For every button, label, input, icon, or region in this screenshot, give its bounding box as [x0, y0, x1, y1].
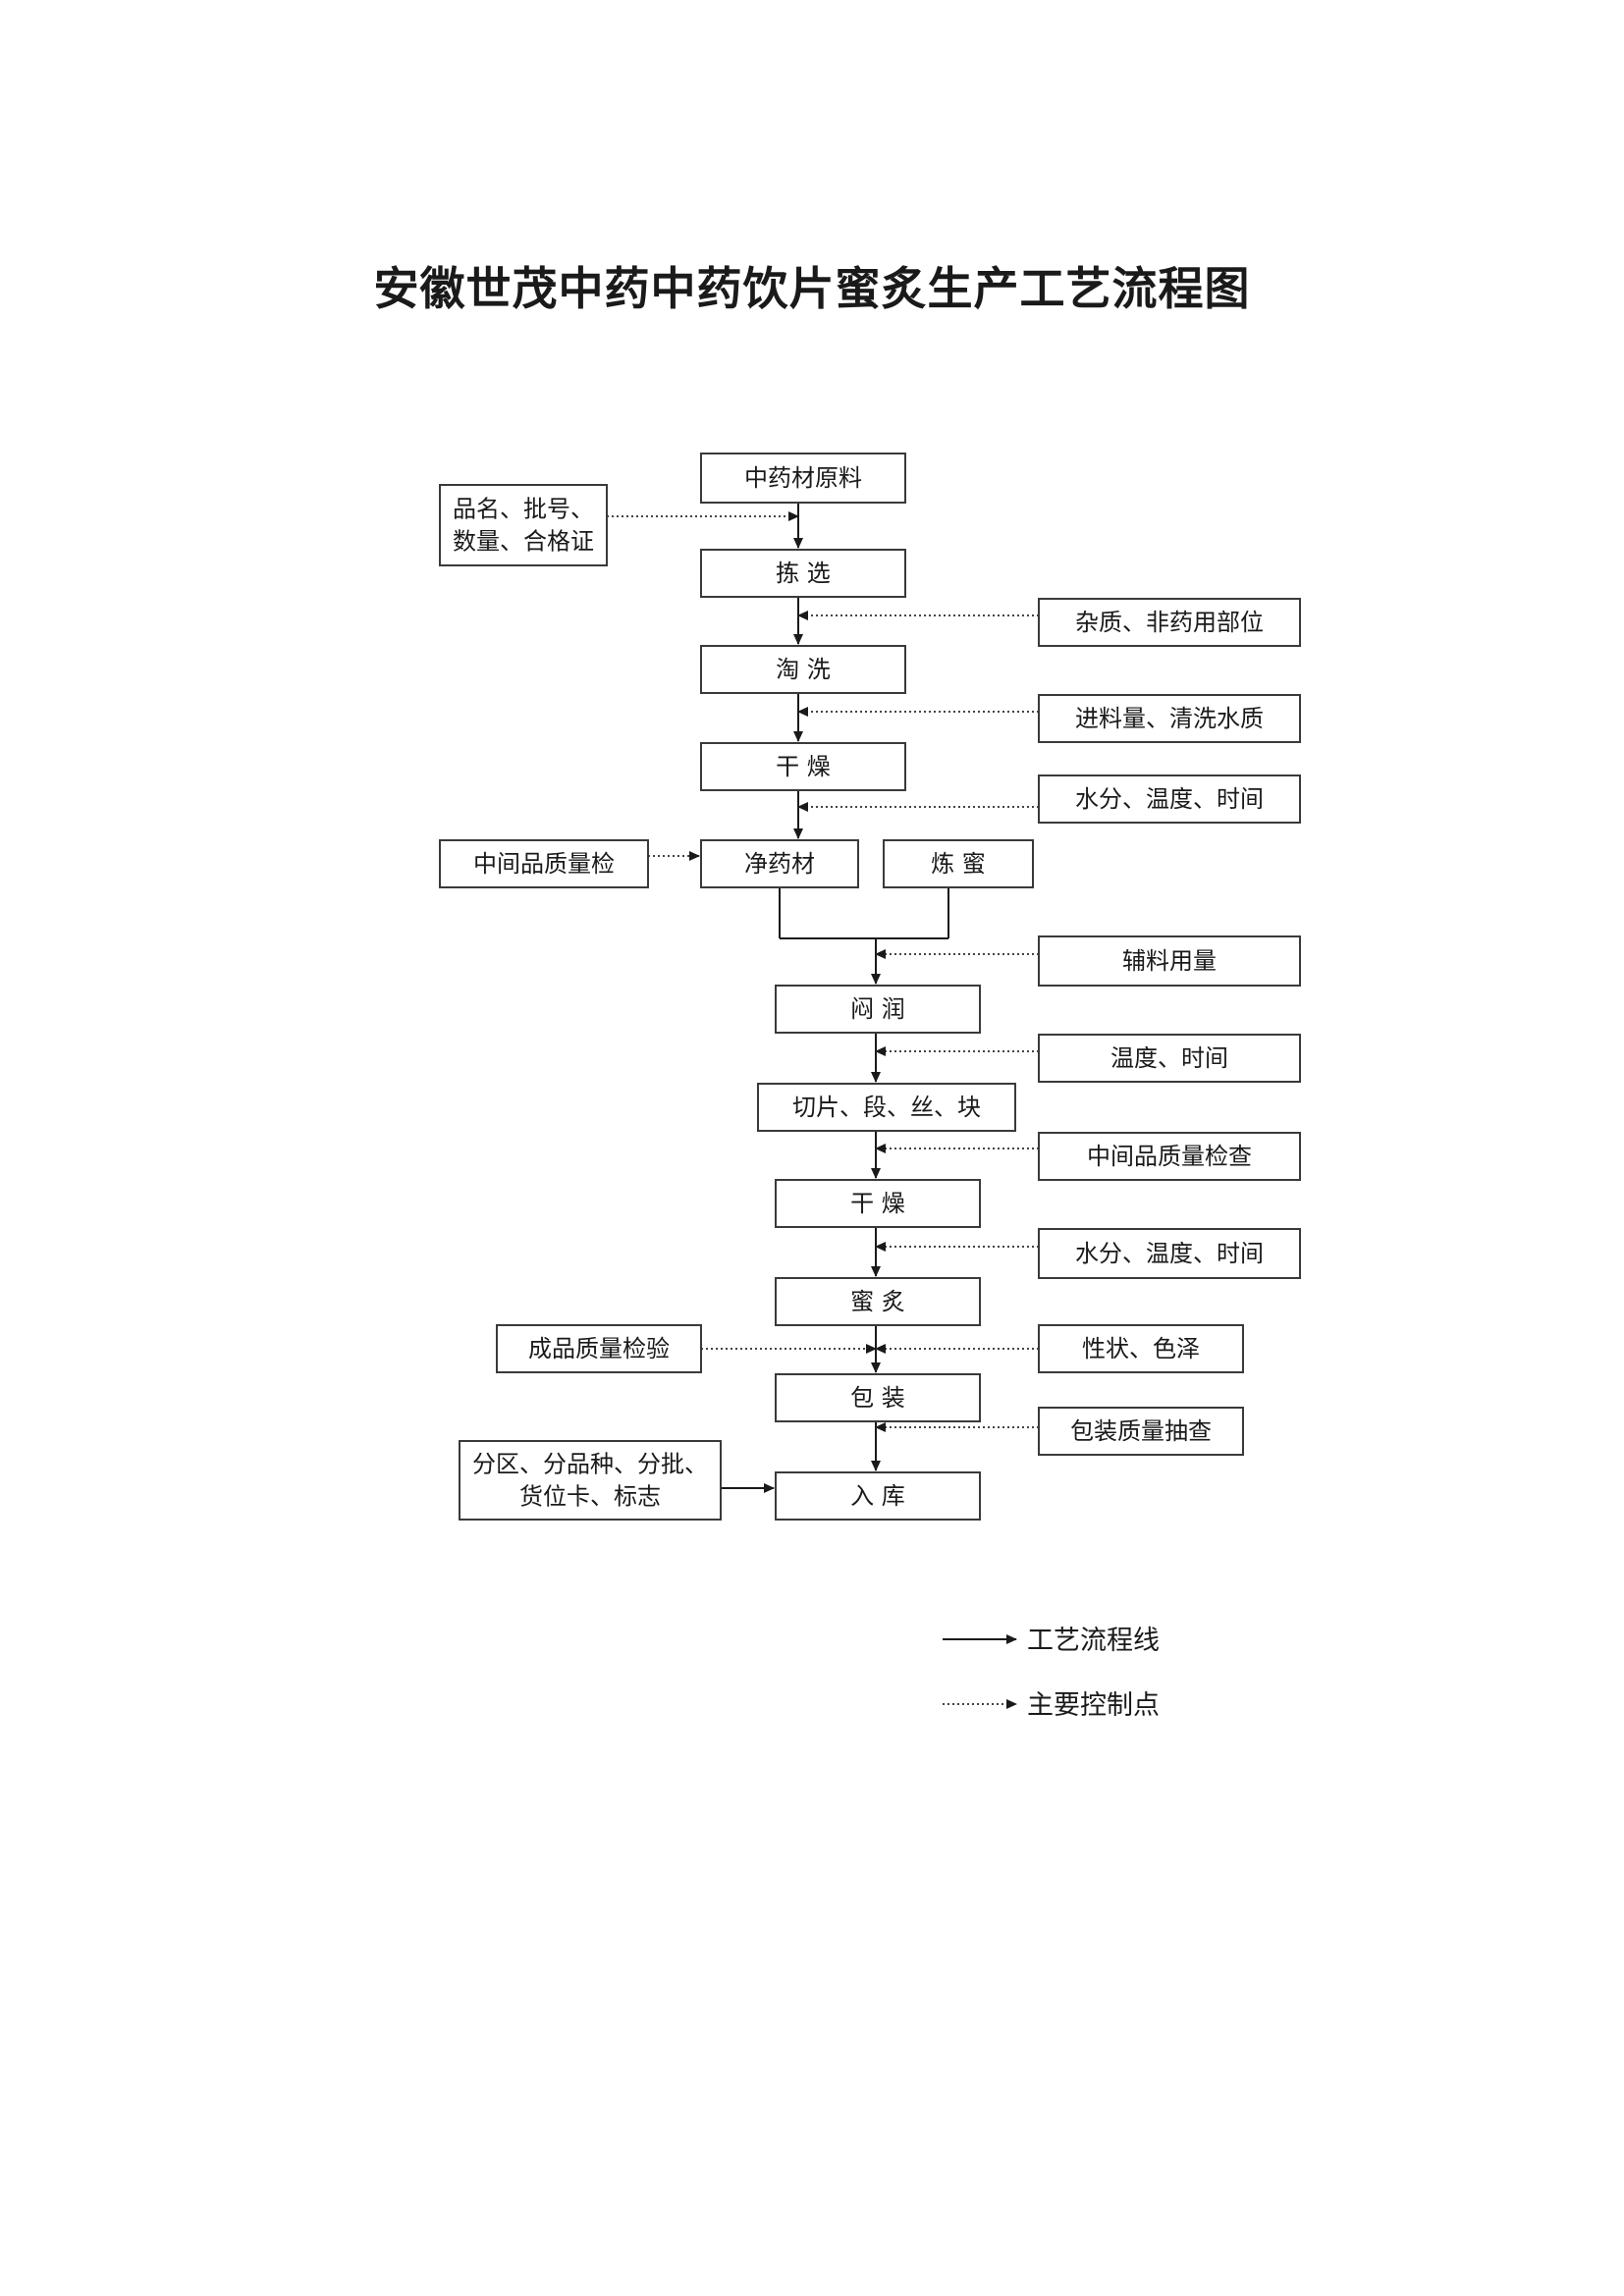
control-clean: 中间品质量检 [439, 839, 649, 888]
step-cut-label: 切片、段、丝、块 [792, 1094, 981, 1121]
step-clean-label: 净药材 [744, 850, 815, 878]
control-store-label: 分区、分品种、分批、 [472, 1451, 708, 1478]
step-honey-label: 炼 蜜 [931, 850, 986, 878]
control-dry1-label: 水分、温度、时间 [1075, 785, 1264, 813]
control-clean-frame [439, 839, 649, 888]
control-dry1-frame [1038, 774, 1301, 824]
control-aux: 辅料用量 [1038, 935, 1301, 987]
control-pack-frame [1038, 1407, 1244, 1456]
step-pick-label: 拣 选 [776, 560, 831, 587]
control-cut-label: 中间品质量检查 [1087, 1143, 1252, 1170]
control-dry2-frame [1038, 1228, 1301, 1279]
step-wash-frame [700, 645, 906, 694]
control-cut: 中间品质量检查 [1038, 1132, 1301, 1181]
legend-control-point-label: 主要控制点 [1027, 1690, 1160, 1721]
control-wash: 进料量、清洗水质 [1038, 694, 1301, 743]
step-dry1-label: 干 燥 [776, 753, 831, 780]
step-honey-frame [883, 839, 1034, 888]
control-wash-label: 进料量、清洗水质 [1075, 705, 1264, 732]
control-dry2: 水分、温度、时间 [1038, 1228, 1301, 1279]
legend-process-line-label: 工艺流程线 [1027, 1626, 1160, 1656]
step-pick-frame [700, 549, 906, 598]
legend-control-point: 主要控制点 [943, 1690, 1160, 1721]
control-raw-label: 数量、合格证 [453, 528, 594, 556]
step-roast-label: 蜜 炙 [850, 1288, 905, 1315]
control-wash-frame [1038, 694, 1301, 743]
control-trait: 性状、色泽 [1038, 1324, 1244, 1373]
step-wash: 淘 洗 [700, 645, 906, 694]
boxes: 中药材原料拣 选淘 洗干 燥净药材炼 蜜闷 润切片、段、丝、块干 燥蜜 炙包 装… [439, 453, 1301, 1521]
control-dry2-label: 水分、温度、时间 [1075, 1240, 1264, 1267]
control-moisten-label: 温度、时间 [1110, 1044, 1228, 1072]
step-moisten-frame [775, 985, 981, 1034]
step-dry2: 干 燥 [775, 1179, 981, 1228]
control-clean-label: 中间品质量检 [473, 850, 615, 878]
step-store-label: 入 库 [850, 1482, 905, 1510]
step-dry1: 干 燥 [700, 742, 906, 791]
control-raw-frame [439, 484, 608, 566]
control-aux-frame [1038, 935, 1301, 987]
step-honey: 炼 蜜 [883, 839, 1034, 888]
step-pack: 包 装 [775, 1373, 981, 1422]
step-raw-frame [700, 453, 906, 504]
control-dry1: 水分、温度、时间 [1038, 774, 1301, 824]
control-pick-frame [1038, 598, 1301, 647]
step-cut: 切片、段、丝、块 [757, 1083, 1016, 1132]
step-moisten-label: 闷 润 [850, 995, 905, 1023]
step-roast-frame [775, 1277, 981, 1326]
step-clean-frame [700, 839, 859, 888]
control-moisten: 温度、时间 [1038, 1034, 1301, 1083]
control-pack-label: 包装质量抽查 [1070, 1417, 1212, 1445]
step-roast: 蜜 炙 [775, 1277, 981, 1326]
step-dry2-label: 干 燥 [850, 1190, 905, 1217]
control-moisten-frame [1038, 1034, 1301, 1083]
control-raw: 品名、批号、数量、合格证 [439, 484, 608, 566]
control-trait-label: 性状、色泽 [1082, 1335, 1200, 1362]
control-final-frame [496, 1324, 702, 1373]
connector-lines [607, 503, 1039, 1493]
step-dry2-frame [775, 1179, 981, 1228]
control-pick-label: 杂质、非药用部位 [1075, 609, 1264, 636]
page-title: 安徽世茂中药中药饮片蜜炙生产工艺流程图 [373, 262, 1251, 315]
step-wash-label: 淘 洗 [776, 656, 831, 683]
step-cut-frame [757, 1083, 1016, 1132]
control-store-frame [459, 1440, 722, 1521]
control-final: 成品质量检验 [496, 1324, 702, 1373]
legend-process-line: 工艺流程线 [943, 1626, 1160, 1656]
step-pack-frame [775, 1373, 981, 1422]
step-dry1-frame [700, 742, 906, 791]
step-pack-label: 包 装 [850, 1384, 905, 1412]
step-clean: 净药材 [700, 839, 859, 888]
step-moisten: 闷 润 [775, 985, 981, 1034]
step-store: 入 库 [775, 1471, 981, 1521]
control-trait-frame [1038, 1324, 1244, 1373]
control-store-label: 货位卡、标志 [519, 1483, 661, 1511]
control-cut-frame [1038, 1132, 1301, 1181]
step-pick: 拣 选 [700, 549, 906, 598]
step-raw-label: 中药材原料 [744, 464, 862, 492]
control-final-label: 成品质量检验 [528, 1335, 670, 1362]
step-raw: 中药材原料 [700, 453, 906, 504]
control-store: 分区、分品种、分批、货位卡、标志 [459, 1440, 722, 1521]
control-pick: 杂质、非药用部位 [1038, 598, 1301, 647]
control-pack: 包装质量抽查 [1038, 1407, 1244, 1456]
step-store-frame [775, 1471, 981, 1521]
control-aux-label: 辅料用量 [1122, 947, 1217, 975]
control-raw-label: 品名、批号、 [453, 496, 594, 523]
